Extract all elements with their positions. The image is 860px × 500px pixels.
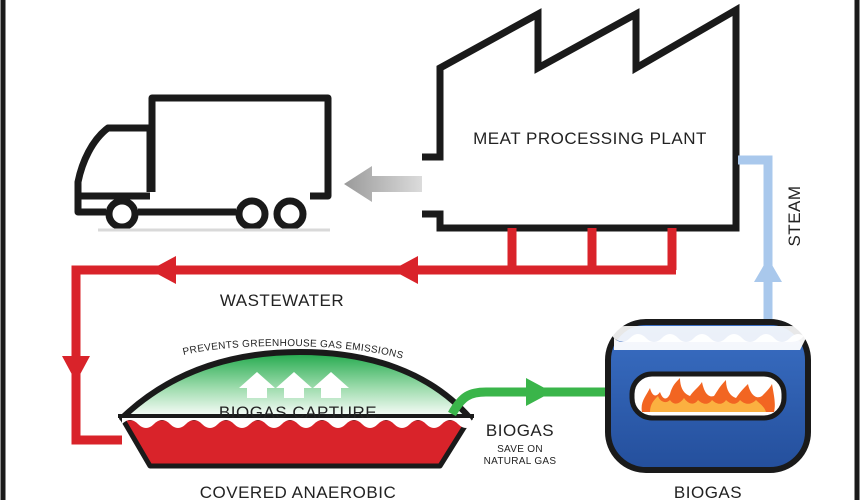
truck-icon (74, 94, 332, 216)
plant-to-truck-arrow (344, 166, 444, 202)
covered-label: COVERED ANAEROBIC (200, 483, 397, 500)
wastewater-arrows (62, 256, 418, 382)
save-on-label: SAVE ON (497, 444, 543, 455)
rising-gas-arrows (239, 372, 349, 398)
biogas-pipe (448, 387, 638, 417)
flame-icon (641, 378, 775, 412)
biogas-arrow (526, 378, 552, 406)
biogas-capture-label: BIOGAS CAPTURE (219, 403, 377, 422)
wastewater-label: WASTEWATER (220, 291, 344, 310)
natural-gas-label: NATURAL GAS (484, 456, 557, 467)
truck-wheels (105, 197, 307, 231)
steam-label: STEAM (785, 185, 804, 246)
boiler-label: BIOGAS (674, 483, 742, 500)
biogas-label: BIOGAS (486, 421, 554, 440)
plant-label: MEAT PROCESSING PLANT (473, 129, 707, 148)
steam-pipe (738, 155, 773, 330)
factory-icon (422, 3, 740, 232)
wastewater-pipe (71, 228, 677, 445)
steam-arrow (754, 258, 782, 282)
